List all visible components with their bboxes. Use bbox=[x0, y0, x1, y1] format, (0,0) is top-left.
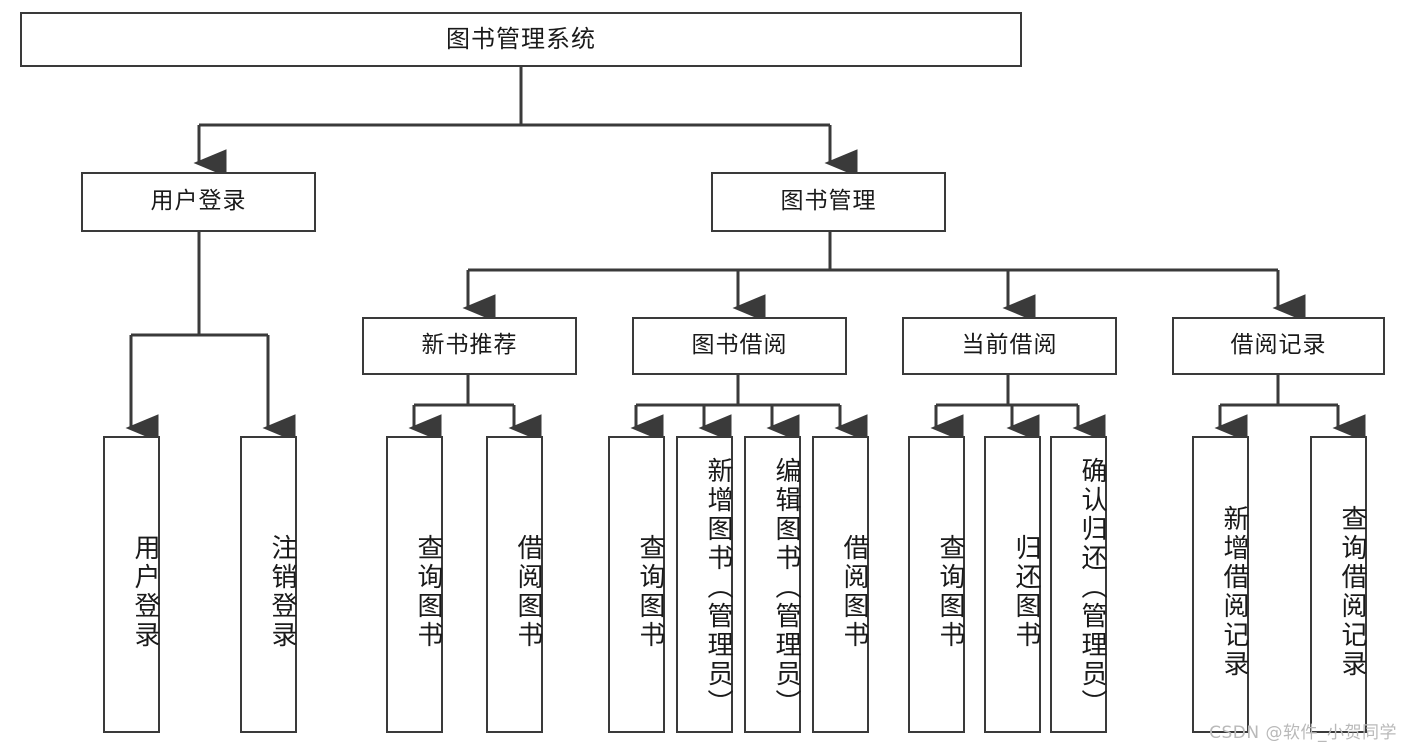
leaf-add-borrow-record[interactable]: 新增借阅记录 bbox=[1192, 436, 1249, 733]
node-borrow-record[interactable]: 借阅记录 bbox=[1172, 317, 1385, 375]
leaf-add-book-admin[interactable]: 新增图书（管理员） bbox=[676, 436, 733, 733]
leaf-borrow-book[interactable]: 借阅图书 bbox=[812, 436, 869, 733]
leaf-query-book-borrow[interactable]: 查询图书 bbox=[608, 436, 665, 733]
node-root-system[interactable]: 图书管理系统 bbox=[20, 12, 1022, 67]
leaf-user-logout[interactable]: 注销登录 bbox=[240, 436, 297, 733]
node-book-management[interactable]: 图书管理 bbox=[711, 172, 946, 232]
node-new-book-recommend[interactable]: 新书推荐 bbox=[362, 317, 577, 375]
leaf-query-borrow-record[interactable]: 查询借阅记录 bbox=[1310, 436, 1367, 733]
leaf-borrow-book-recommend[interactable]: 借阅图书 bbox=[486, 436, 543, 733]
node-current-borrow[interactable]: 当前借阅 bbox=[902, 317, 1117, 375]
leaf-return-book[interactable]: 归还图书 bbox=[984, 436, 1041, 733]
leaf-confirm-return-admin[interactable]: 确认归还（管理员） bbox=[1050, 436, 1107, 733]
leaf-query-book-current[interactable]: 查询图书 bbox=[908, 436, 965, 733]
node-book-borrow[interactable]: 图书借阅 bbox=[632, 317, 847, 375]
leaf-edit-book-admin[interactable]: 编辑图书（管理员） bbox=[744, 436, 801, 733]
leaf-query-book-recommend[interactable]: 查询图书 bbox=[386, 436, 443, 733]
watermark-credit: CSDN @软件_小贺同学 bbox=[1209, 723, 1397, 743]
leaf-user-login[interactable]: 用户登录 bbox=[103, 436, 160, 733]
node-user-login[interactable]: 用户登录 bbox=[81, 172, 316, 232]
